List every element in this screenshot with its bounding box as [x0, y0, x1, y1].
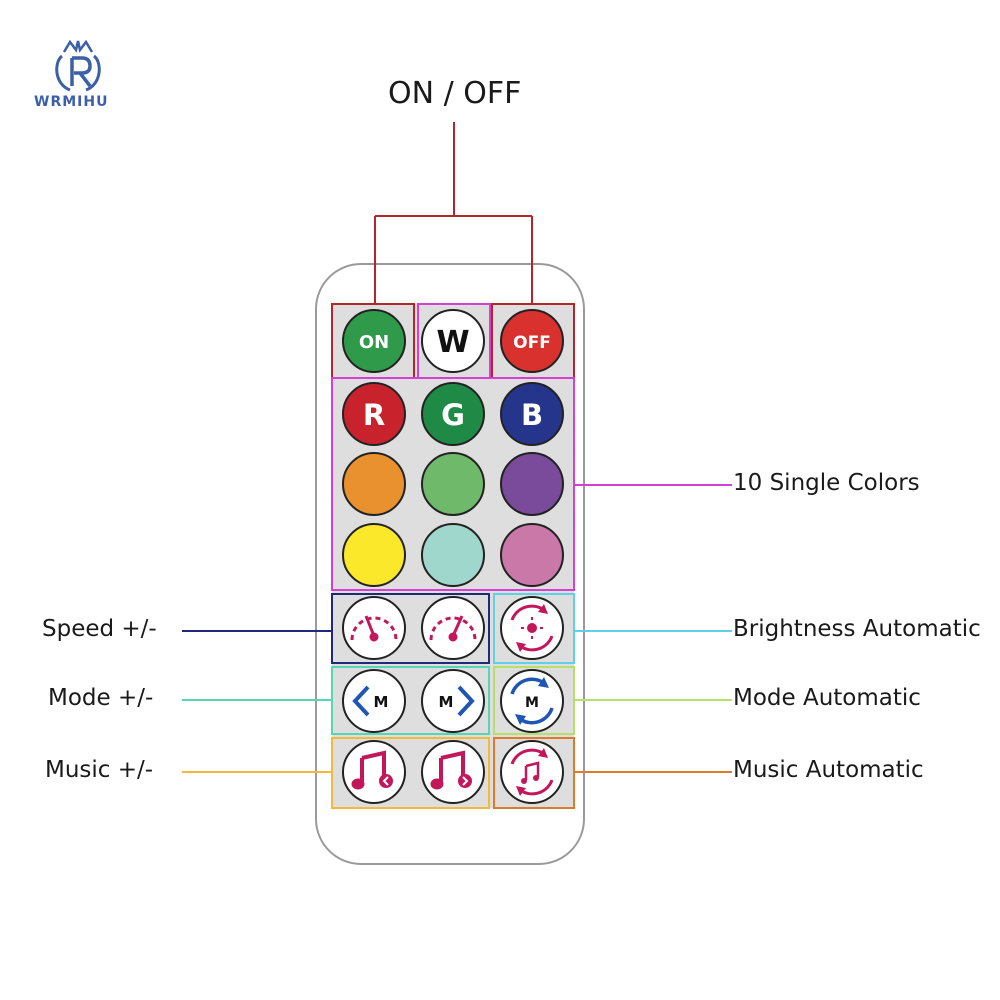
on-button-label: ON	[359, 332, 389, 353]
speedometer-icon	[350, 615, 398, 642]
auto-mode-icon	[510, 677, 554, 725]
power-connector	[374, 122, 533, 304]
speed-box	[331, 593, 490, 664]
off-button-label: OFF	[513, 333, 551, 353]
brand-logo	[55, 39, 101, 92]
mode-up-button[interactable]: M	[421, 669, 485, 733]
red-button-label: R	[363, 398, 385, 432]
mode-auto-label: Mode Automatic	[733, 685, 921, 711]
off-button[interactable]: OFF	[500, 309, 564, 373]
blue-button-label: B	[521, 398, 543, 432]
orange-color-button[interactable]	[342, 452, 406, 516]
mode-auto-button[interactable]: M	[500, 669, 564, 733]
blue-button[interactable]: B	[500, 382, 564, 446]
on-button[interactable]: ON	[342, 309, 406, 373]
speed-up-button[interactable]	[421, 596, 485, 660]
mode-label: Mode +/-	[48, 685, 154, 711]
music-auto-button[interactable]	[500, 740, 564, 804]
speed-down-button[interactable]	[342, 596, 406, 660]
green-button[interactable]: G	[421, 382, 485, 446]
music-note-minus-icon	[351, 750, 393, 790]
mode-down-button[interactable]: M	[342, 669, 406, 733]
single-colors-label: 10 Single Colors	[733, 470, 920, 496]
red-button[interactable]: R	[342, 382, 406, 446]
music-up-button[interactable]	[421, 740, 485, 804]
music-note-plus-icon	[430, 750, 472, 790]
purple-color-button[interactable]	[500, 452, 564, 516]
auto-brightness-icon	[510, 604, 554, 652]
music-auto-label: Music Automatic	[733, 757, 924, 783]
brightness-auto-button[interactable]	[500, 596, 564, 660]
pink-color-button[interactable]	[500, 523, 564, 587]
brightness-label: Brightness Automatic	[733, 616, 981, 642]
chevron-left-icon	[352, 685, 370, 717]
brightness-box	[493, 593, 575, 664]
yellow-color-button[interactable]	[342, 523, 406, 587]
w-box	[417, 303, 491, 379]
cyan-color-button[interactable]	[421, 523, 485, 587]
music-down-button[interactable]	[342, 740, 406, 804]
white-button-label: W	[436, 325, 469, 360]
light-green-color-button[interactable]	[421, 452, 485, 516]
speedometer-icon	[429, 615, 477, 642]
chevron-right-icon	[457, 685, 475, 717]
mode-letter: M	[525, 695, 539, 711]
diagram-title: ON / OFF	[388, 76, 522, 111]
green-button-label: G	[441, 398, 465, 432]
mode-letter: M	[374, 693, 389, 711]
speed-label: Speed +/-	[42, 616, 157, 642]
music-label: Music +/-	[45, 757, 154, 783]
white-button[interactable]: W	[421, 309, 485, 373]
mode-letter: M	[439, 693, 454, 711]
brand-name: WRMIHU	[34, 94, 109, 110]
auto-music-icon	[510, 748, 554, 796]
